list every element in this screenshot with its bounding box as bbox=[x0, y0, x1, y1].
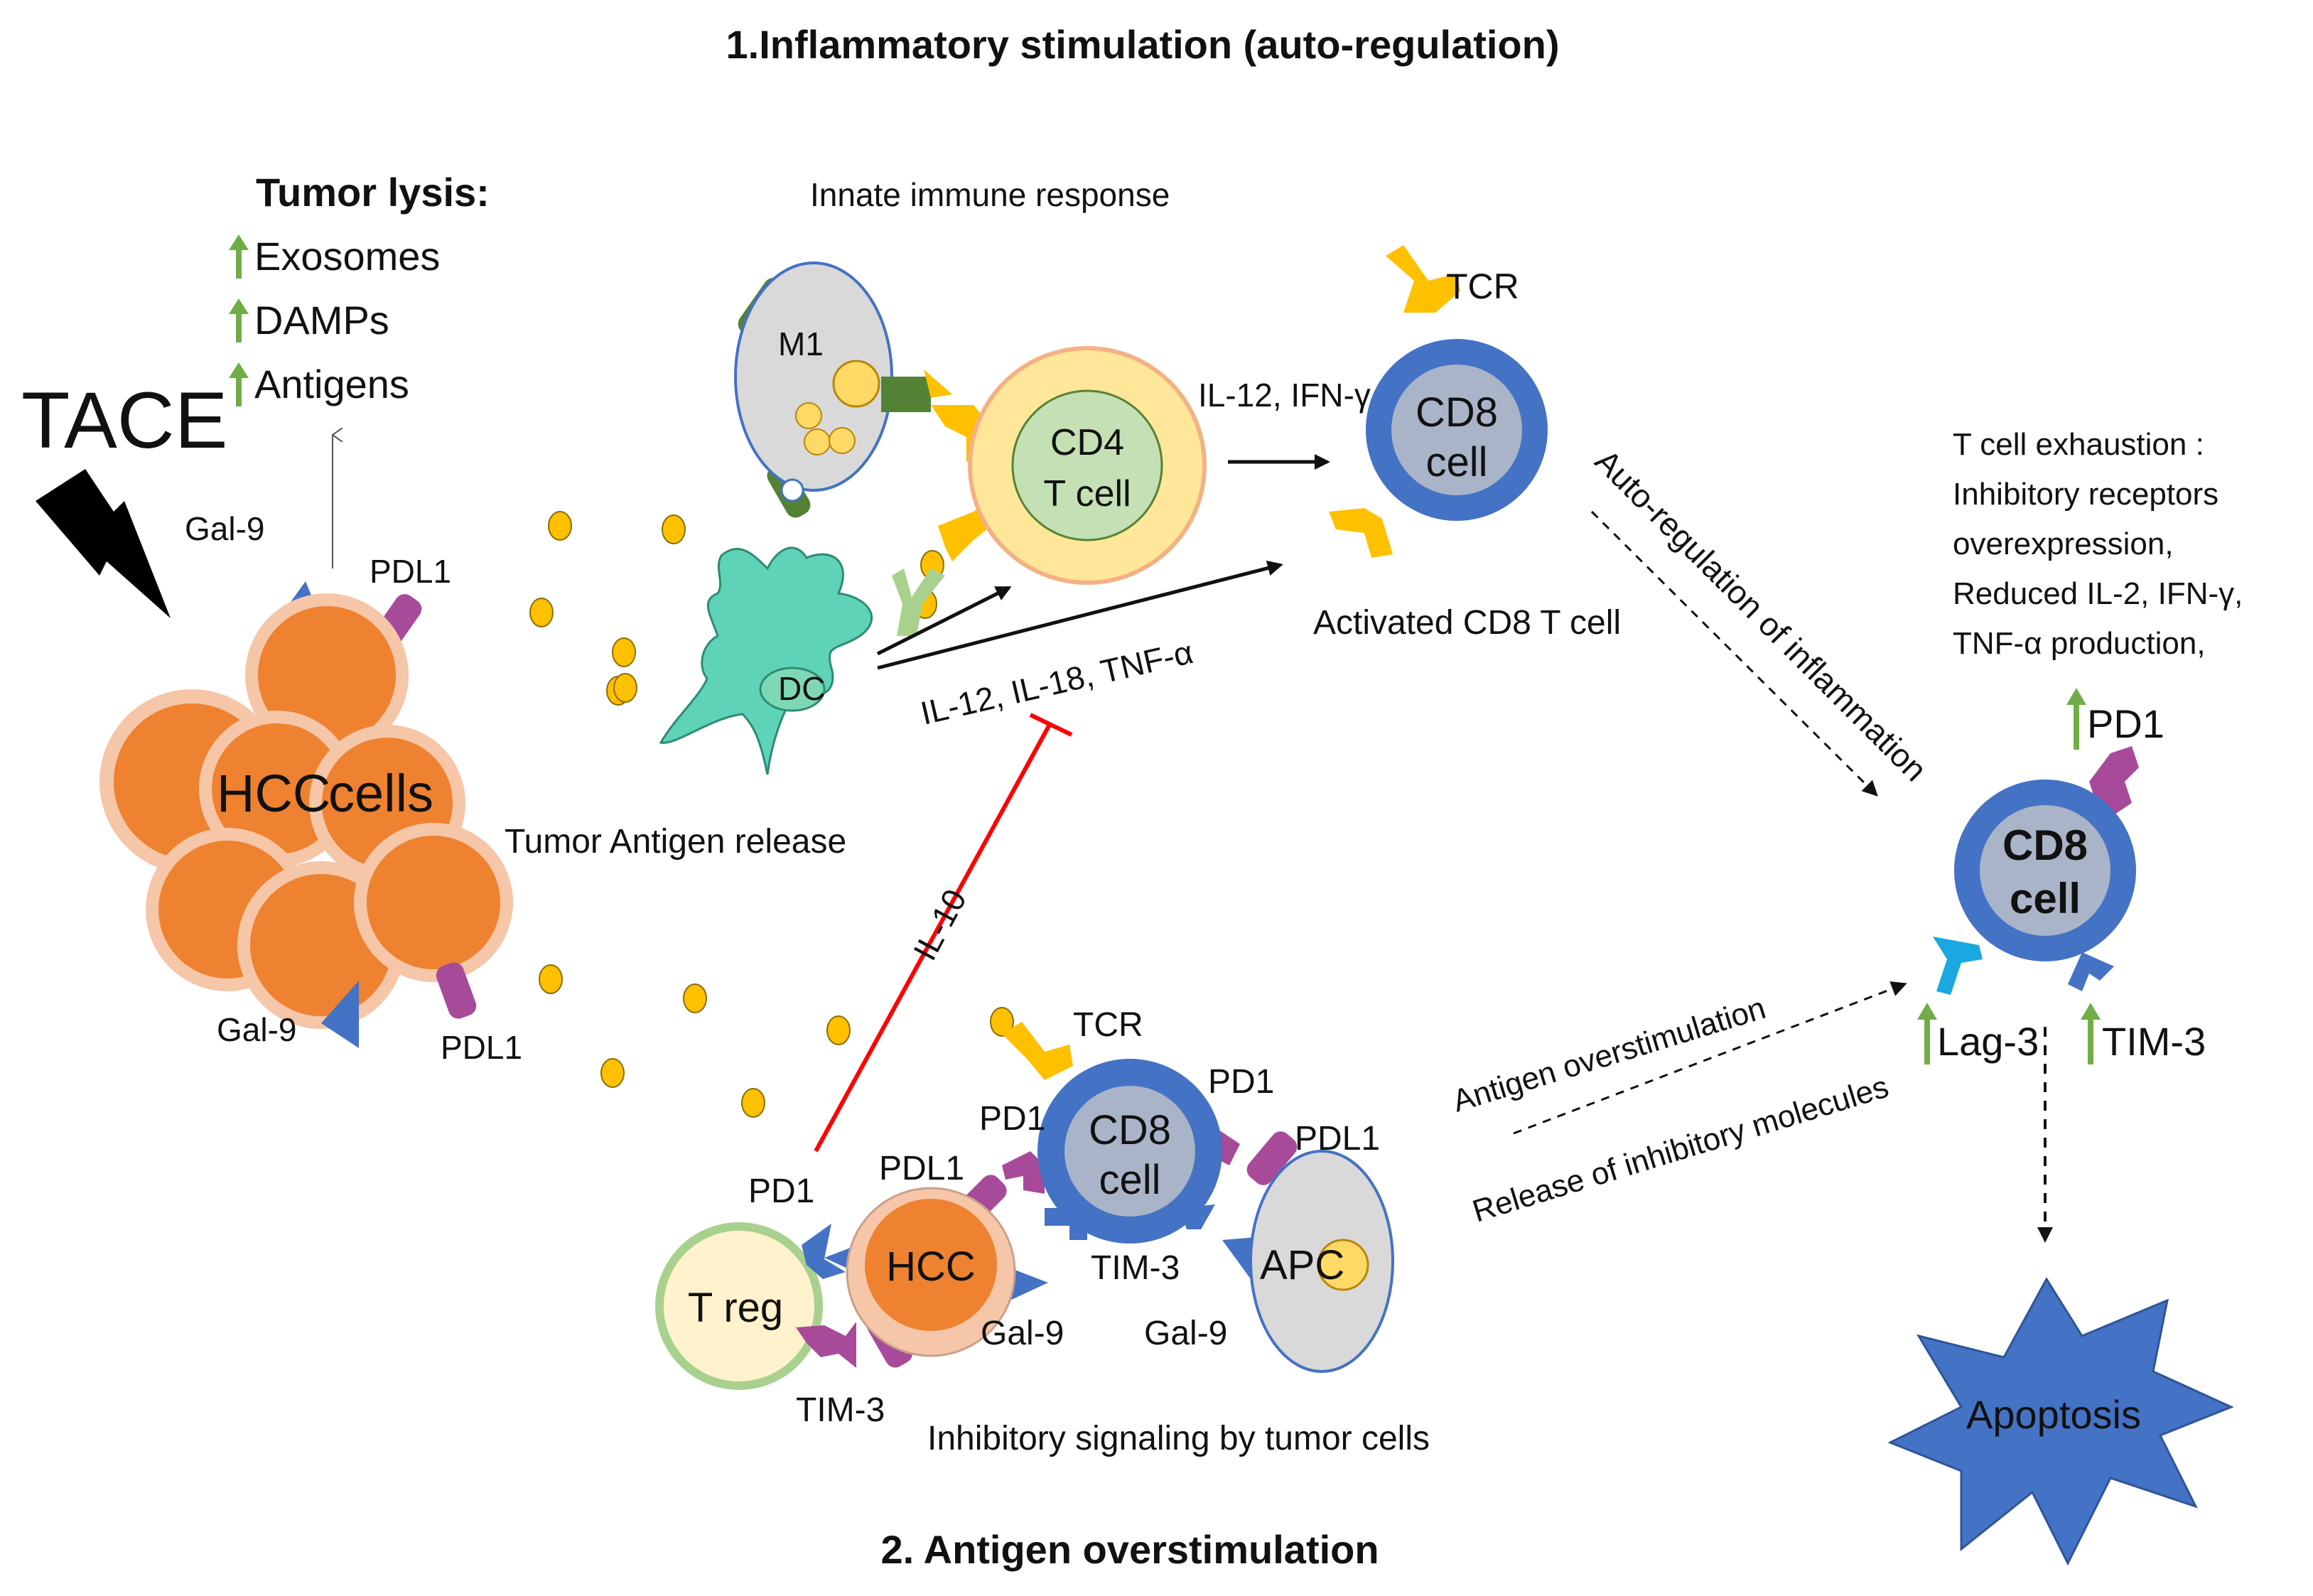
tim3-label: TIM-3 bbox=[2102, 1019, 2206, 1064]
tumor-lysis-item-label: DAMPs bbox=[254, 298, 389, 343]
dc-to-cd4-arrow bbox=[876, 586, 1012, 656]
antigen-overstimulation-arrow bbox=[1513, 981, 1907, 1135]
hcc-cell-lower: HCC bbox=[824, 1175, 1048, 1368]
cd4-label-line1: CD4 bbox=[1050, 422, 1124, 463]
tcr-label: TCR bbox=[1073, 1006, 1143, 1044]
pd1-label: PD1 bbox=[2087, 701, 2164, 746]
il10-inhibition-line bbox=[814, 722, 1052, 1153]
apc-label: APC bbox=[1260, 1242, 1344, 1288]
tumor-lysis-item-label: Exosomes bbox=[254, 234, 440, 279]
up-arrow-head bbox=[229, 234, 249, 250]
gal9-label: Gal-9 bbox=[217, 1011, 296, 1048]
cytokines-top-label: IL-12, IFN-γ bbox=[1198, 377, 1371, 414]
tumor-lysis-item: Exosomes bbox=[229, 234, 440, 279]
exhaustion-line: overexpression, bbox=[1953, 527, 2174, 561]
cd8-cell-lower: CD8 cell bbox=[1002, 1022, 1240, 1244]
exhaustion-line: Reduced IL-2, IFN-γ, bbox=[1953, 576, 2243, 611]
up-arrow-head bbox=[2066, 688, 2086, 705]
pd1-label: PD1 bbox=[1208, 1063, 1274, 1101]
tim3-label: TIM-3 bbox=[1091, 1249, 1180, 1287]
tim3-label: TIM-3 bbox=[796, 1391, 885, 1429]
dc-label: DC bbox=[778, 670, 825, 707]
cd8-lower-label-line2: cell bbox=[1099, 1157, 1160, 1203]
tace-label: TACE bbox=[21, 376, 227, 465]
up-arrow-head bbox=[229, 298, 249, 314]
il10-inhibition-bar bbox=[1029, 713, 1073, 737]
il10-label: IL-10 bbox=[906, 883, 974, 966]
hcc-label-right: cells bbox=[328, 764, 433, 823]
tumor-lysis-heading: Tumor lysis: bbox=[256, 170, 490, 215]
apoptosis-label: Apoptosis bbox=[1966, 1392, 2141, 1437]
pd1-label: PD1 bbox=[979, 1100, 1045, 1138]
cd8-activated-cell: CD8 cell bbox=[1329, 245, 1548, 558]
apc-cell: APC bbox=[1222, 1131, 1394, 1373]
exhaustion-line: Inhibitory receptors bbox=[1953, 477, 2218, 512]
apoptosis-burst bbox=[1887, 1277, 2234, 1566]
exhaustion-text: T cell exhaustion : Inhibitory receptors… bbox=[1953, 427, 2243, 661]
gal9-label: Gal-9 bbox=[981, 1315, 1064, 1352]
gal9-receptor-icon bbox=[321, 981, 359, 1048]
up-arrow-head bbox=[1917, 1003, 1937, 1020]
title-top: 1.Inflammatory stimulation (auto-regulat… bbox=[726, 22, 1560, 67]
lightning-bolt-icon bbox=[36, 469, 171, 618]
m1-macrophage: M1 bbox=[734, 261, 931, 518]
gal9-label: Gal-9 bbox=[1144, 1315, 1227, 1352]
exhaustion-line: TNF-α production, bbox=[1953, 626, 2206, 661]
pdl1-label: PDL1 bbox=[1295, 1120, 1380, 1158]
cd8-label-line1: CD8 bbox=[1416, 389, 1498, 436]
cd8-exhausted-label-line1: CD8 bbox=[2002, 821, 2088, 869]
dendritic-cell: DC bbox=[659, 546, 945, 775]
title-bottom: 2. Antigen overstimulation bbox=[880, 1527, 1379, 1572]
pdl1-receptor-icon bbox=[436, 962, 477, 1019]
activated-cd8-label: Activated CD8 T cell bbox=[1313, 604, 1621, 642]
tumor-lysis-item: DAMPs bbox=[229, 298, 389, 343]
dc-to-cd8-arrow bbox=[877, 560, 1283, 670]
cd4-label-line2: T cell bbox=[1043, 473, 1131, 514]
hcc-lower-label: HCC bbox=[886, 1244, 976, 1290]
tumor-lysis-item: Antigens bbox=[229, 362, 409, 406]
hcc-label-left: HCC bbox=[217, 764, 330, 823]
cd8-lower-label-line1: CD8 bbox=[1089, 1107, 1171, 1153]
gal9-label: Gal-9 bbox=[185, 510, 264, 547]
tcr-label: TCR bbox=[1446, 266, 1519, 306]
auto-regulation-arrow bbox=[1590, 510, 1878, 797]
cd4-t-cell: CD4 T cell bbox=[924, 346, 1207, 585]
inhibitory-signaling-label: Inhibitory signaling by tumor cells bbox=[927, 1420, 1430, 1457]
pdl1-label: PDL1 bbox=[441, 1029, 522, 1066]
treg-cell: T reg bbox=[655, 1222, 856, 1390]
antigen-release-label: Tumor Antigen release bbox=[505, 823, 846, 861]
cd8-exhausted-cell: CD8 cell bbox=[1933, 746, 2139, 995]
exhaustion-line: T cell exhaustion : bbox=[1953, 427, 2204, 462]
pd1-label: PD1 bbox=[748, 1172, 814, 1210]
innate-response-label: Innate immune response bbox=[810, 176, 1170, 213]
antigen-dots bbox=[529, 511, 1014, 1118]
hcc-cluster: HCC cells bbox=[99, 581, 513, 1048]
treg-label: T reg bbox=[688, 1285, 783, 1331]
tumor-lysis-item-label: Antigens bbox=[254, 362, 409, 406]
m1-label: M1 bbox=[778, 325, 824, 362]
lag3-label: Lag-3 bbox=[1937, 1019, 2039, 1064]
auto-regulation-label: Auto-regulation of inflammation bbox=[1588, 442, 1934, 788]
pdl1-label: PDL1 bbox=[879, 1150, 964, 1187]
up-arrow-head bbox=[2081, 1003, 2101, 1020]
pdl1-label: PDL1 bbox=[370, 553, 451, 590]
cd8-exhausted-label-line2: cell bbox=[2010, 875, 2081, 922]
up-arrow-head bbox=[229, 362, 249, 378]
cd8-label-line2: cell bbox=[1425, 439, 1487, 485]
